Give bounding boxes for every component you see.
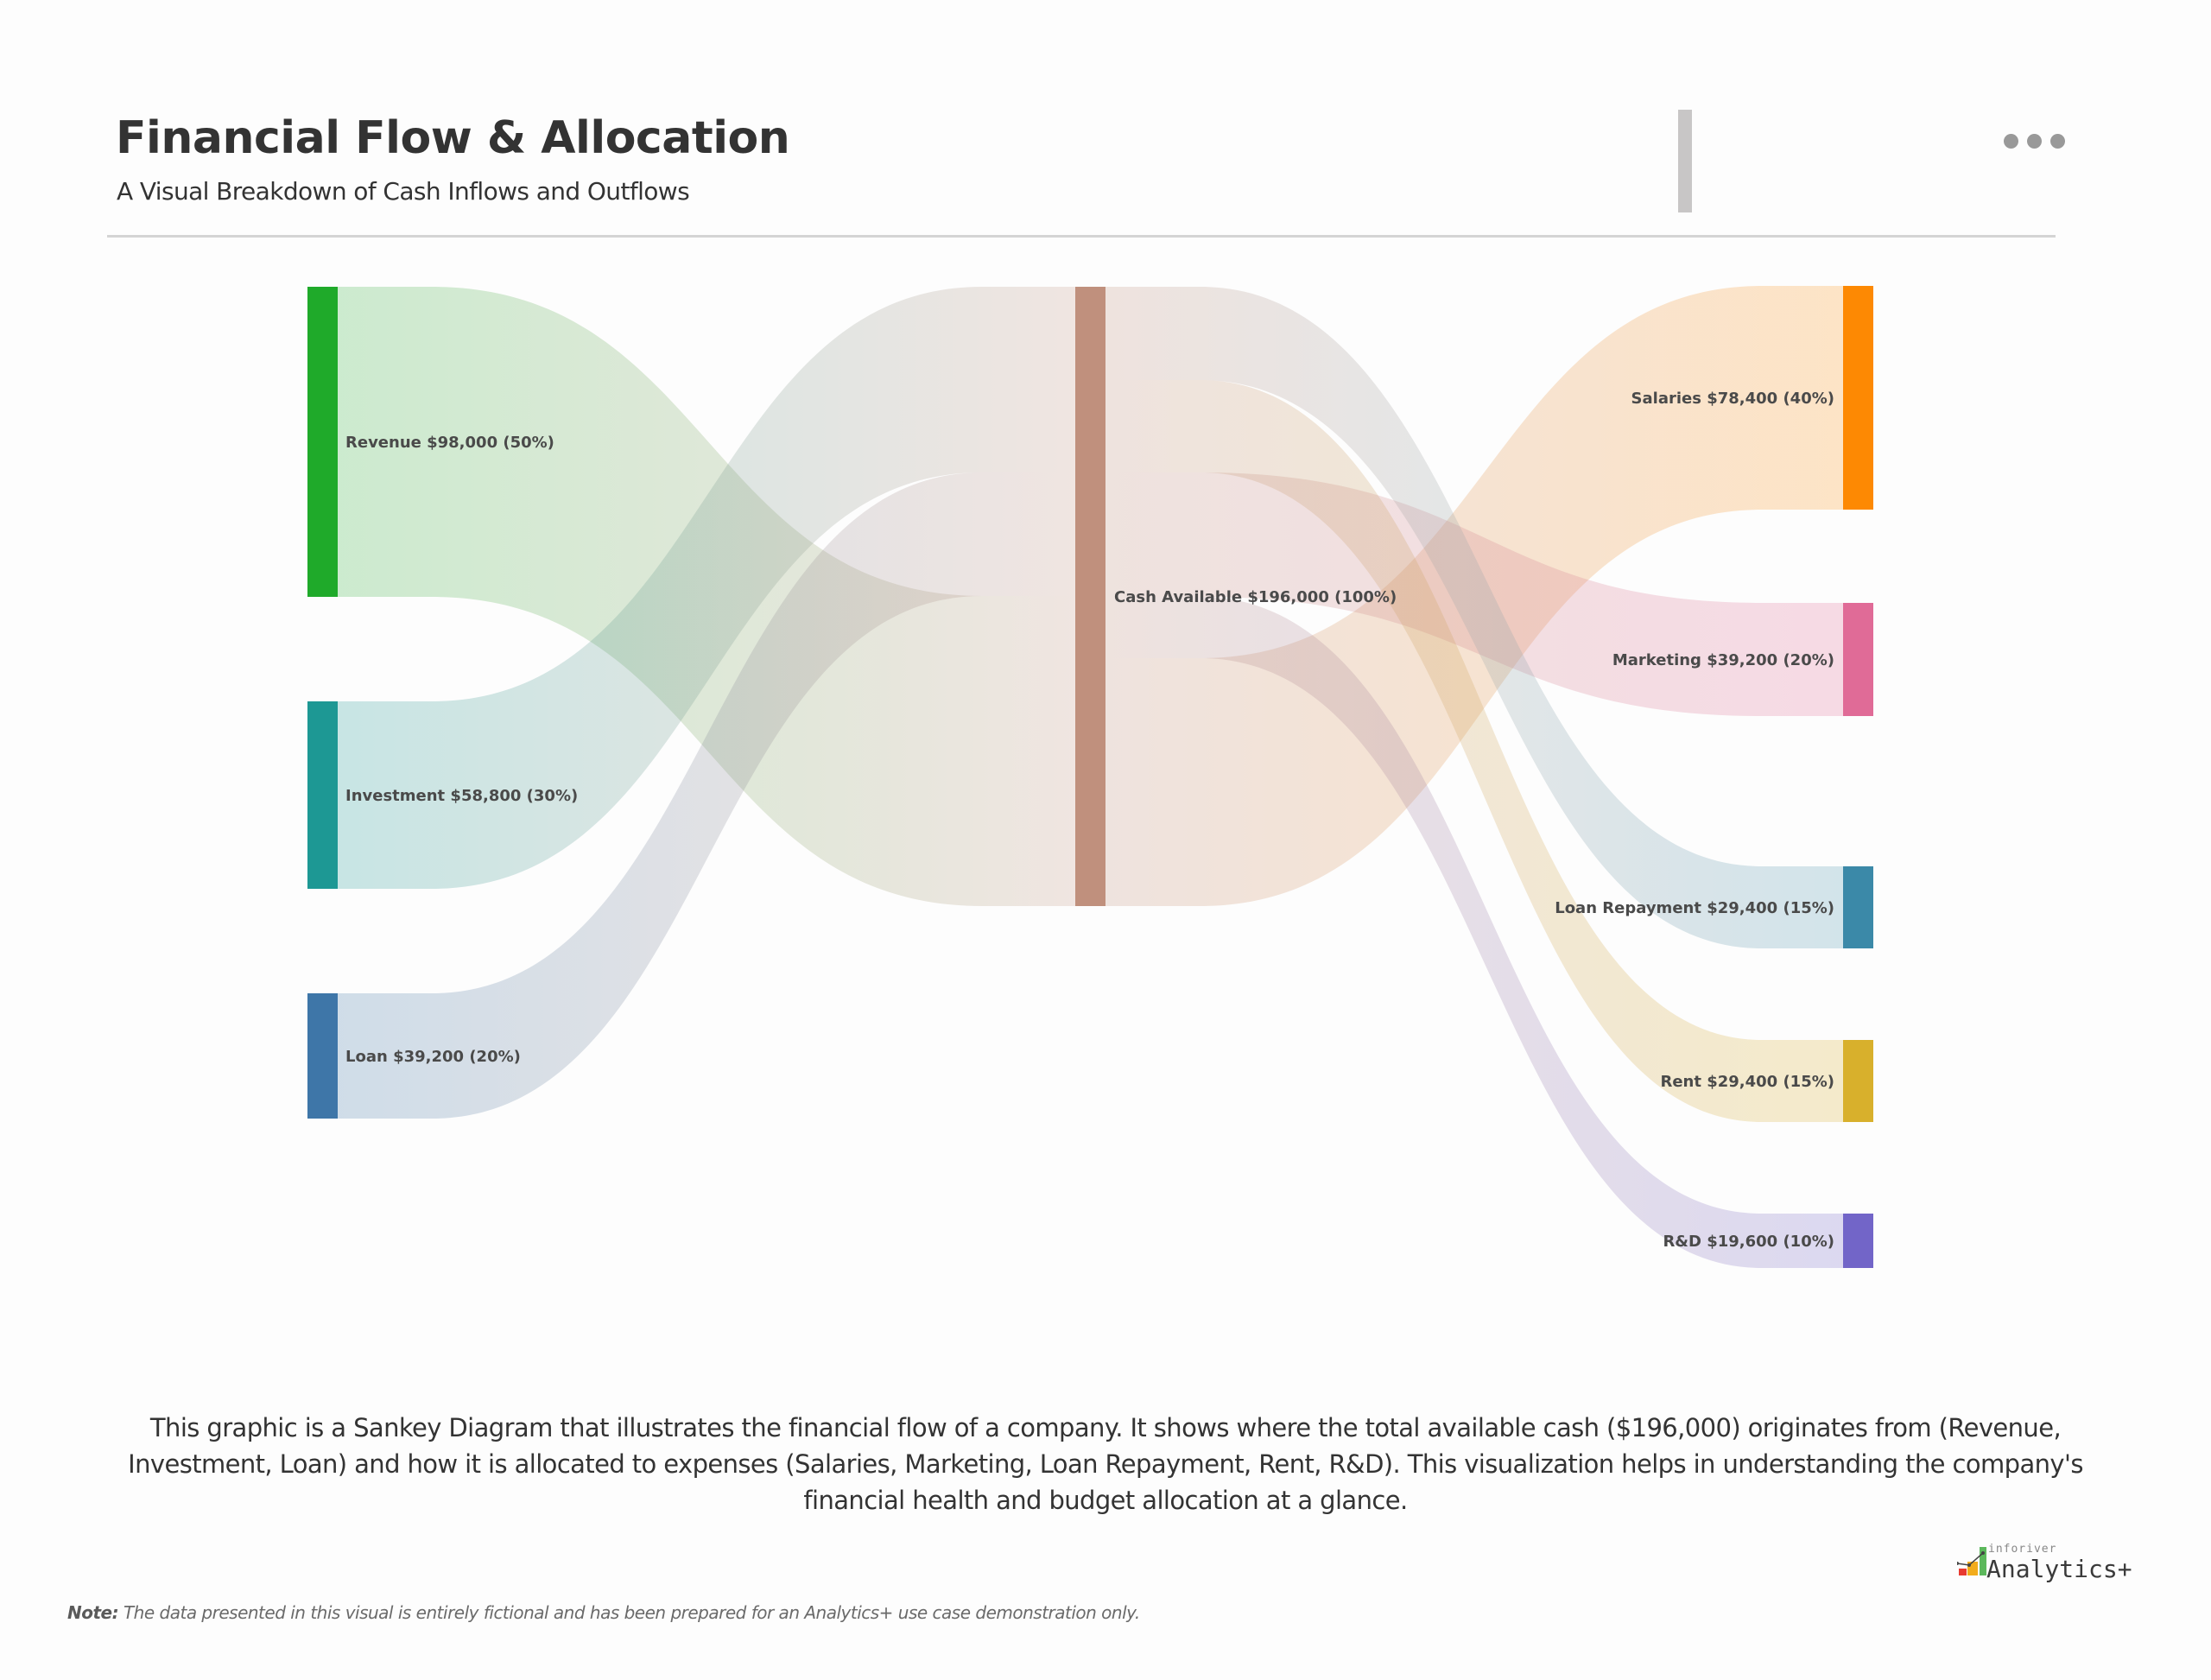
node-loan-repayment[interactable] <box>1843 866 1873 948</box>
ellipsis-dot <box>2027 134 2042 149</box>
link-cash-to-rent[interactable] <box>1106 380 1843 1122</box>
node-investment[interactable] <box>307 701 338 889</box>
node-loan[interactable] <box>307 993 338 1119</box>
analytics-plus-logo: inforiver Analytics+ <box>1957 1543 2164 1596</box>
node-rent[interactable] <box>1843 1040 1873 1122</box>
link-cash-to-loan-repayment[interactable] <box>1106 287 1843 948</box>
logo-brand-big: Analytics+ <box>1986 1555 2132 1583</box>
label-rent: Rent $29,400 (15%) <box>1660 1073 1834 1091</box>
label-investment: Investment $58,800 (30%) <box>345 787 578 805</box>
bar-chart-logo-icon <box>1957 1547 1986 1575</box>
link-loan-to-cash[interactable] <box>338 472 1075 1119</box>
link-investment-to-cash[interactable] <box>338 287 1075 889</box>
ellipsis-horizontal-icon <box>2004 134 2018 149</box>
label-marketing: Marketing $39,200 (20%) <box>1612 651 1834 669</box>
label-revenue: Revenue $98,000 (50%) <box>345 434 554 452</box>
node-rnd[interactable] <box>1843 1214 1873 1268</box>
page-subtitle: A Visual Breakdown of Cash Inflows and O… <box>117 177 690 206</box>
header-separator-bar <box>1678 110 1692 212</box>
label-loan: Loan $39,200 (20%) <box>345 1048 521 1066</box>
link-cash-to-rnd[interactable] <box>1106 597 1843 1268</box>
node-cash-available[interactable] <box>1075 287 1106 906</box>
label-rnd: R&D $19,600 (10%) <box>1663 1233 1834 1251</box>
node-revenue[interactable] <box>307 287 338 597</box>
header-divider <box>107 235 2056 238</box>
node-salaries[interactable] <box>1843 286 1873 510</box>
more-options-button[interactable] <box>2004 134 2065 149</box>
note-label: Note: <box>67 1602 119 1623</box>
label-loan-repayment: Loan Repayment $29,400 (15%) <box>1555 899 1834 917</box>
note-text: The data presented in this visual is ent… <box>118 1602 1140 1623</box>
node-marketing[interactable] <box>1843 603 1873 716</box>
label-salaries: Salaries $78,400 (40%) <box>1631 390 1834 408</box>
footer-note: Note: The data presented in this visual … <box>67 1602 1140 1623</box>
chart-description: This graphic is a Sankey Diagram that il… <box>128 1413 2083 1515</box>
page-title: Financial Flow & Allocation <box>116 112 790 164</box>
logo-brand-small: inforiver <box>1988 1543 2057 1556</box>
ellipsis-dot <box>2050 134 2065 149</box>
label-cash-available: Cash Available $196,000 (100%) <box>1114 588 1397 606</box>
